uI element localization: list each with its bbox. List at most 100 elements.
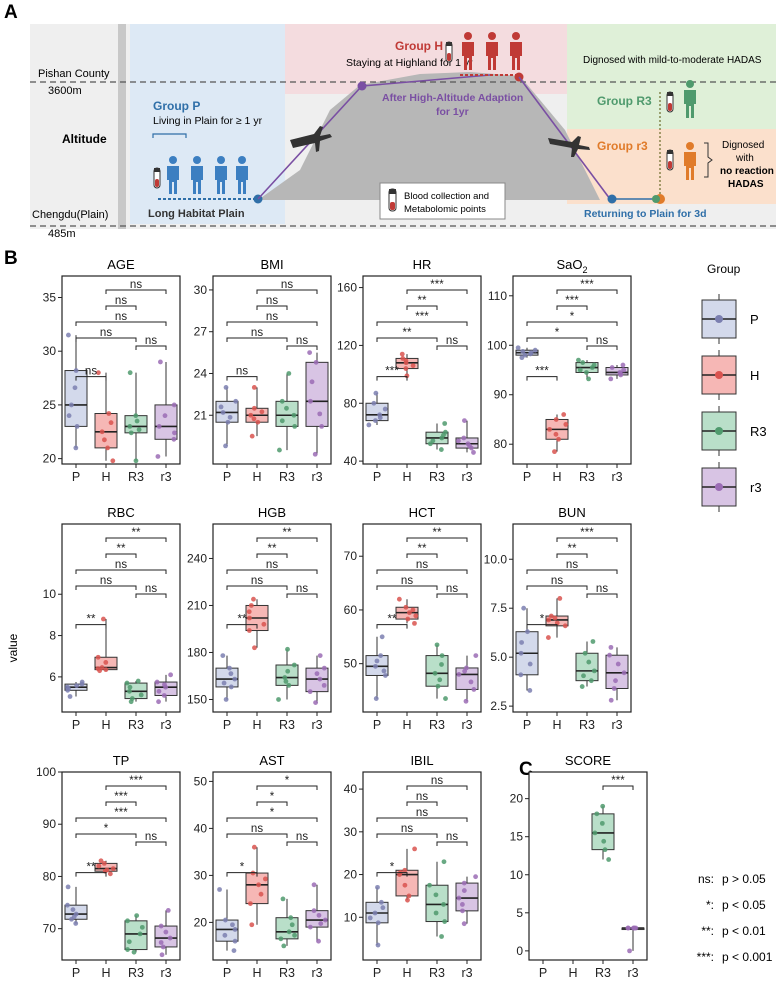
- significance-label: ns: [266, 295, 278, 307]
- chart-title: HCT: [409, 505, 436, 520]
- data-point: [606, 857, 612, 862]
- bracket-line: [376, 337, 438, 342]
- bracket-line: [436, 593, 468, 598]
- significance-label: *: [540, 614, 545, 626]
- y-axis-label: value: [6, 633, 20, 662]
- significance-bracket: ns: [436, 335, 468, 350]
- data-point: [311, 882, 317, 888]
- box-body: [124, 415, 148, 434]
- significance-label: *: [104, 823, 109, 835]
- bracket-line: [75, 376, 107, 381]
- significance-label: ns: [431, 775, 443, 787]
- box-H: [545, 412, 569, 455]
- data-point: [131, 949, 137, 955]
- legend-label: R3: [750, 424, 767, 439]
- bracket-line: [526, 376, 558, 381]
- data-point: [133, 458, 139, 464]
- box-P: [515, 605, 539, 693]
- data-point: [125, 947, 130, 952]
- significance-bracket: ns: [105, 295, 137, 310]
- data-point: [621, 670, 627, 676]
- y-tick-label: 5.0: [490, 650, 507, 664]
- significance-label: *: [270, 807, 275, 819]
- data-point: [430, 438, 436, 444]
- data-point: [471, 687, 477, 692]
- data-point: [609, 365, 615, 370]
- data-point: [103, 667, 109, 673]
- data-point: [101, 437, 107, 443]
- group-r3-small-people-icons: [666, 142, 696, 180]
- bracket-line: [526, 321, 618, 326]
- data-point: [107, 871, 113, 877]
- significance-label: **: [117, 543, 126, 555]
- x-tick-label: r3: [311, 718, 322, 732]
- data-point: [607, 652, 612, 658]
- x-tick-label: H: [101, 470, 110, 484]
- significance-label: **: [87, 614, 96, 626]
- legend-dot: [715, 371, 723, 379]
- diag-no-line4: HADAS: [728, 179, 764, 190]
- box-body: [94, 413, 118, 449]
- bracket-line: [376, 585, 438, 590]
- x-tick-label: r3: [611, 718, 622, 732]
- bracket-line: [376, 321, 468, 326]
- significance-bracket: ns: [436, 583, 468, 598]
- data-point: [314, 671, 320, 677]
- data-point: [155, 454, 161, 459]
- significance-bracket: ns: [226, 575, 288, 590]
- data-point: [381, 668, 387, 674]
- bracket-line: [105, 305, 137, 310]
- panel-label-a: A: [4, 2, 18, 23]
- data-point: [221, 680, 227, 686]
- data-point: [522, 352, 528, 358]
- bracket-line: [75, 624, 107, 629]
- legend-dot: [715, 483, 723, 491]
- x-tick-label: P: [373, 718, 381, 732]
- x-tick-label: r3: [461, 470, 472, 484]
- tube-blood: [668, 103, 672, 111]
- x-tick-label: H: [402, 470, 411, 484]
- significance-bracket: ns: [75, 366, 107, 381]
- data-point: [545, 635, 551, 640]
- bracket-line: [75, 585, 137, 590]
- sig-key-symbol: ***:: [697, 950, 714, 964]
- bracket-line: [406, 553, 438, 558]
- person-body: [684, 152, 696, 180]
- person-icon: [236, 156, 248, 194]
- y-tick-label: 7.5: [490, 601, 507, 615]
- data-point: [251, 405, 257, 411]
- data-point: [286, 371, 292, 376]
- data-point: [124, 680, 130, 686]
- data-point: [223, 917, 228, 923]
- data-point: [456, 438, 461, 444]
- data-point: [442, 919, 448, 924]
- bracket-line: [226, 624, 258, 629]
- data-point: [286, 682, 292, 688]
- data-point: [602, 847, 608, 853]
- bracket-line: [256, 537, 318, 542]
- data-point: [525, 629, 530, 635]
- box-H: [395, 596, 419, 626]
- bracket-line: [526, 569, 618, 574]
- bracket-line: [406, 537, 468, 542]
- chart-title: HR: [413, 257, 432, 272]
- data-point: [162, 413, 168, 419]
- box-r3: [605, 644, 629, 703]
- data-point: [413, 613, 419, 619]
- chart-title: IBIL: [410, 753, 433, 768]
- significance-bracket: ***: [406, 279, 468, 294]
- significance-label: ns: [446, 583, 458, 595]
- box-R3: [425, 859, 449, 939]
- data-point: [468, 679, 474, 685]
- y-tick-label: 120: [337, 338, 357, 352]
- legend-item-H: H: [701, 350, 759, 400]
- y-tick-label: 35: [43, 290, 57, 304]
- data-point: [584, 370, 589, 375]
- box-R3: [124, 913, 148, 955]
- data-point: [552, 449, 557, 455]
- data-point: [378, 653, 384, 658]
- data-point: [255, 419, 261, 425]
- x-tick-label: H: [252, 966, 261, 980]
